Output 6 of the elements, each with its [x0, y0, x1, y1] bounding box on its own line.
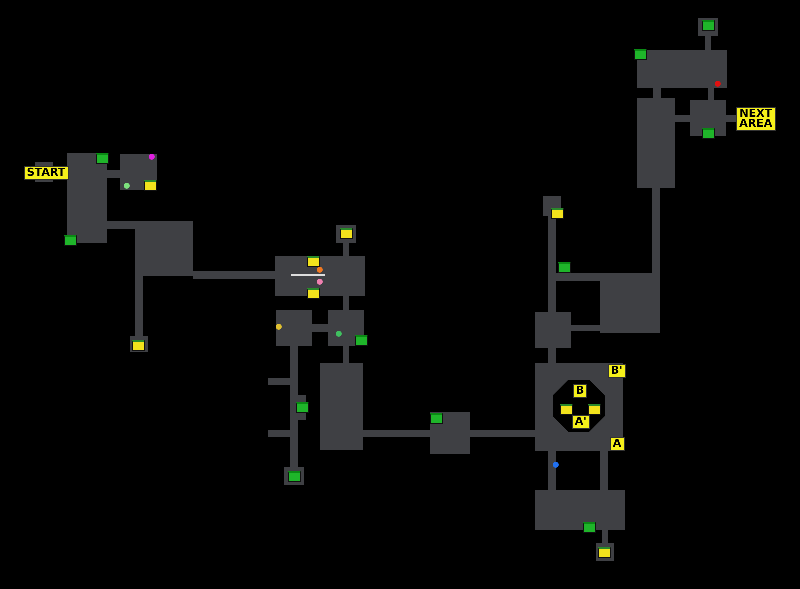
map-label: B': [608, 364, 626, 378]
map-label: NEXT AREA: [736, 107, 776, 131]
map-label: A: [610, 437, 625, 451]
map-label: START: [24, 166, 69, 180]
map-label: B: [573, 384, 588, 398]
map-label: A': [572, 415, 590, 429]
